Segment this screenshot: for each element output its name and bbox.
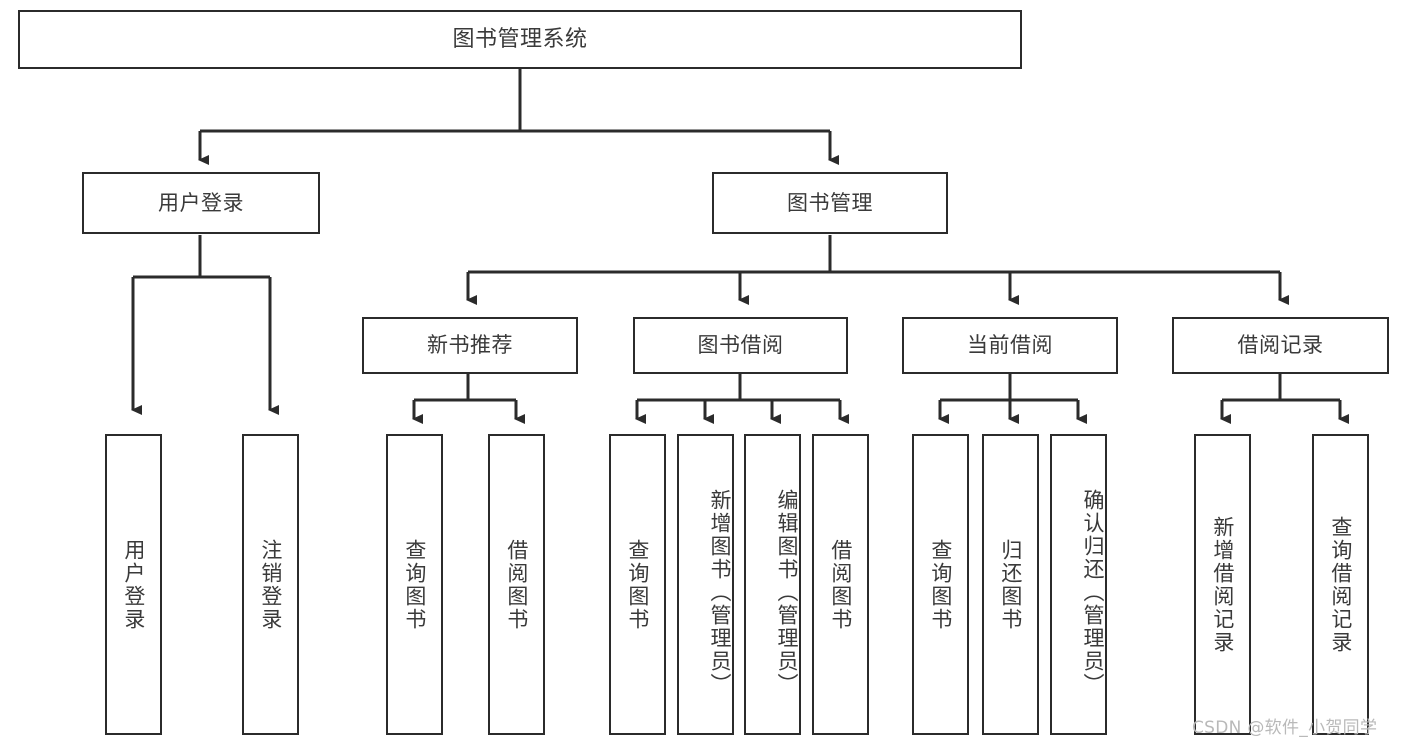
node-label: 图书管理 [787,190,873,215]
leaf-book-borrow-add[interactable]: 新增图书（管理员） [677,434,734,735]
node-label: 借阅图书 [504,538,529,631]
node-label: 图书借阅 [697,333,784,358]
node-label: 新增图书（管理员） [708,489,732,696]
leaf-current-borrow-query[interactable]: 查询图书 [912,434,969,735]
leaf-user-login-signin[interactable]: 用户登录 [105,434,162,735]
leaf-borrow-record-add[interactable]: 新增借阅记录 [1194,434,1251,735]
node-label: 图书管理系统 [452,26,588,52]
node-label: 归还图书 [998,538,1023,631]
leaf-current-borrow-confirm-return[interactable]: 确认归还（管理员） [1050,434,1107,735]
node-label: 注销登录 [258,538,283,631]
node-label: 查询图书 [625,538,650,631]
leaf-book-borrow-query[interactable]: 查询图书 [609,434,666,735]
node-label: 编辑图书（管理员） [775,489,799,696]
node-book-borrow[interactable]: 图书借阅 [633,317,848,374]
node-label: 新增借阅记录 [1210,515,1235,654]
leaf-borrow-record-query[interactable]: 查询借阅记录 [1312,434,1369,735]
node-borrow-record[interactable]: 借阅记录 [1172,317,1389,374]
leaf-new-book-query[interactable]: 查询图书 [386,434,443,735]
node-label: 用户登录 [121,538,146,631]
leaf-current-borrow-return[interactable]: 归还图书 [982,434,1039,735]
node-label: 用户登录 [158,190,244,215]
node-new-book-recommend[interactable]: 新书推荐 [362,317,578,374]
node-user-login[interactable]: 用户登录 [82,172,320,234]
node-label: 确认归还（管理员） [1081,489,1105,696]
node-book-management[interactable]: 图书管理 [712,172,948,234]
node-label: 当前借阅 [967,333,1053,358]
node-label: 借阅图书 [828,538,853,631]
node-label: 新书推荐 [427,333,513,358]
watermark-text: CSDN @软件_小贺同学 [1192,718,1378,738]
leaf-user-login-signout[interactable]: 注销登录 [242,434,299,735]
node-root-system[interactable]: 图书管理系统 [18,10,1022,69]
leaf-book-borrow-borrow[interactable]: 借阅图书 [812,434,869,735]
node-label: 查询图书 [402,538,427,631]
node-label: 查询借阅记录 [1328,515,1353,654]
leaf-book-borrow-edit[interactable]: 编辑图书（管理员） [744,434,801,735]
node-label: 借阅记录 [1237,333,1324,358]
node-label: 查询图书 [928,538,953,631]
leaf-new-book-borrow[interactable]: 借阅图书 [488,434,545,735]
node-current-borrow[interactable]: 当前借阅 [902,317,1118,374]
